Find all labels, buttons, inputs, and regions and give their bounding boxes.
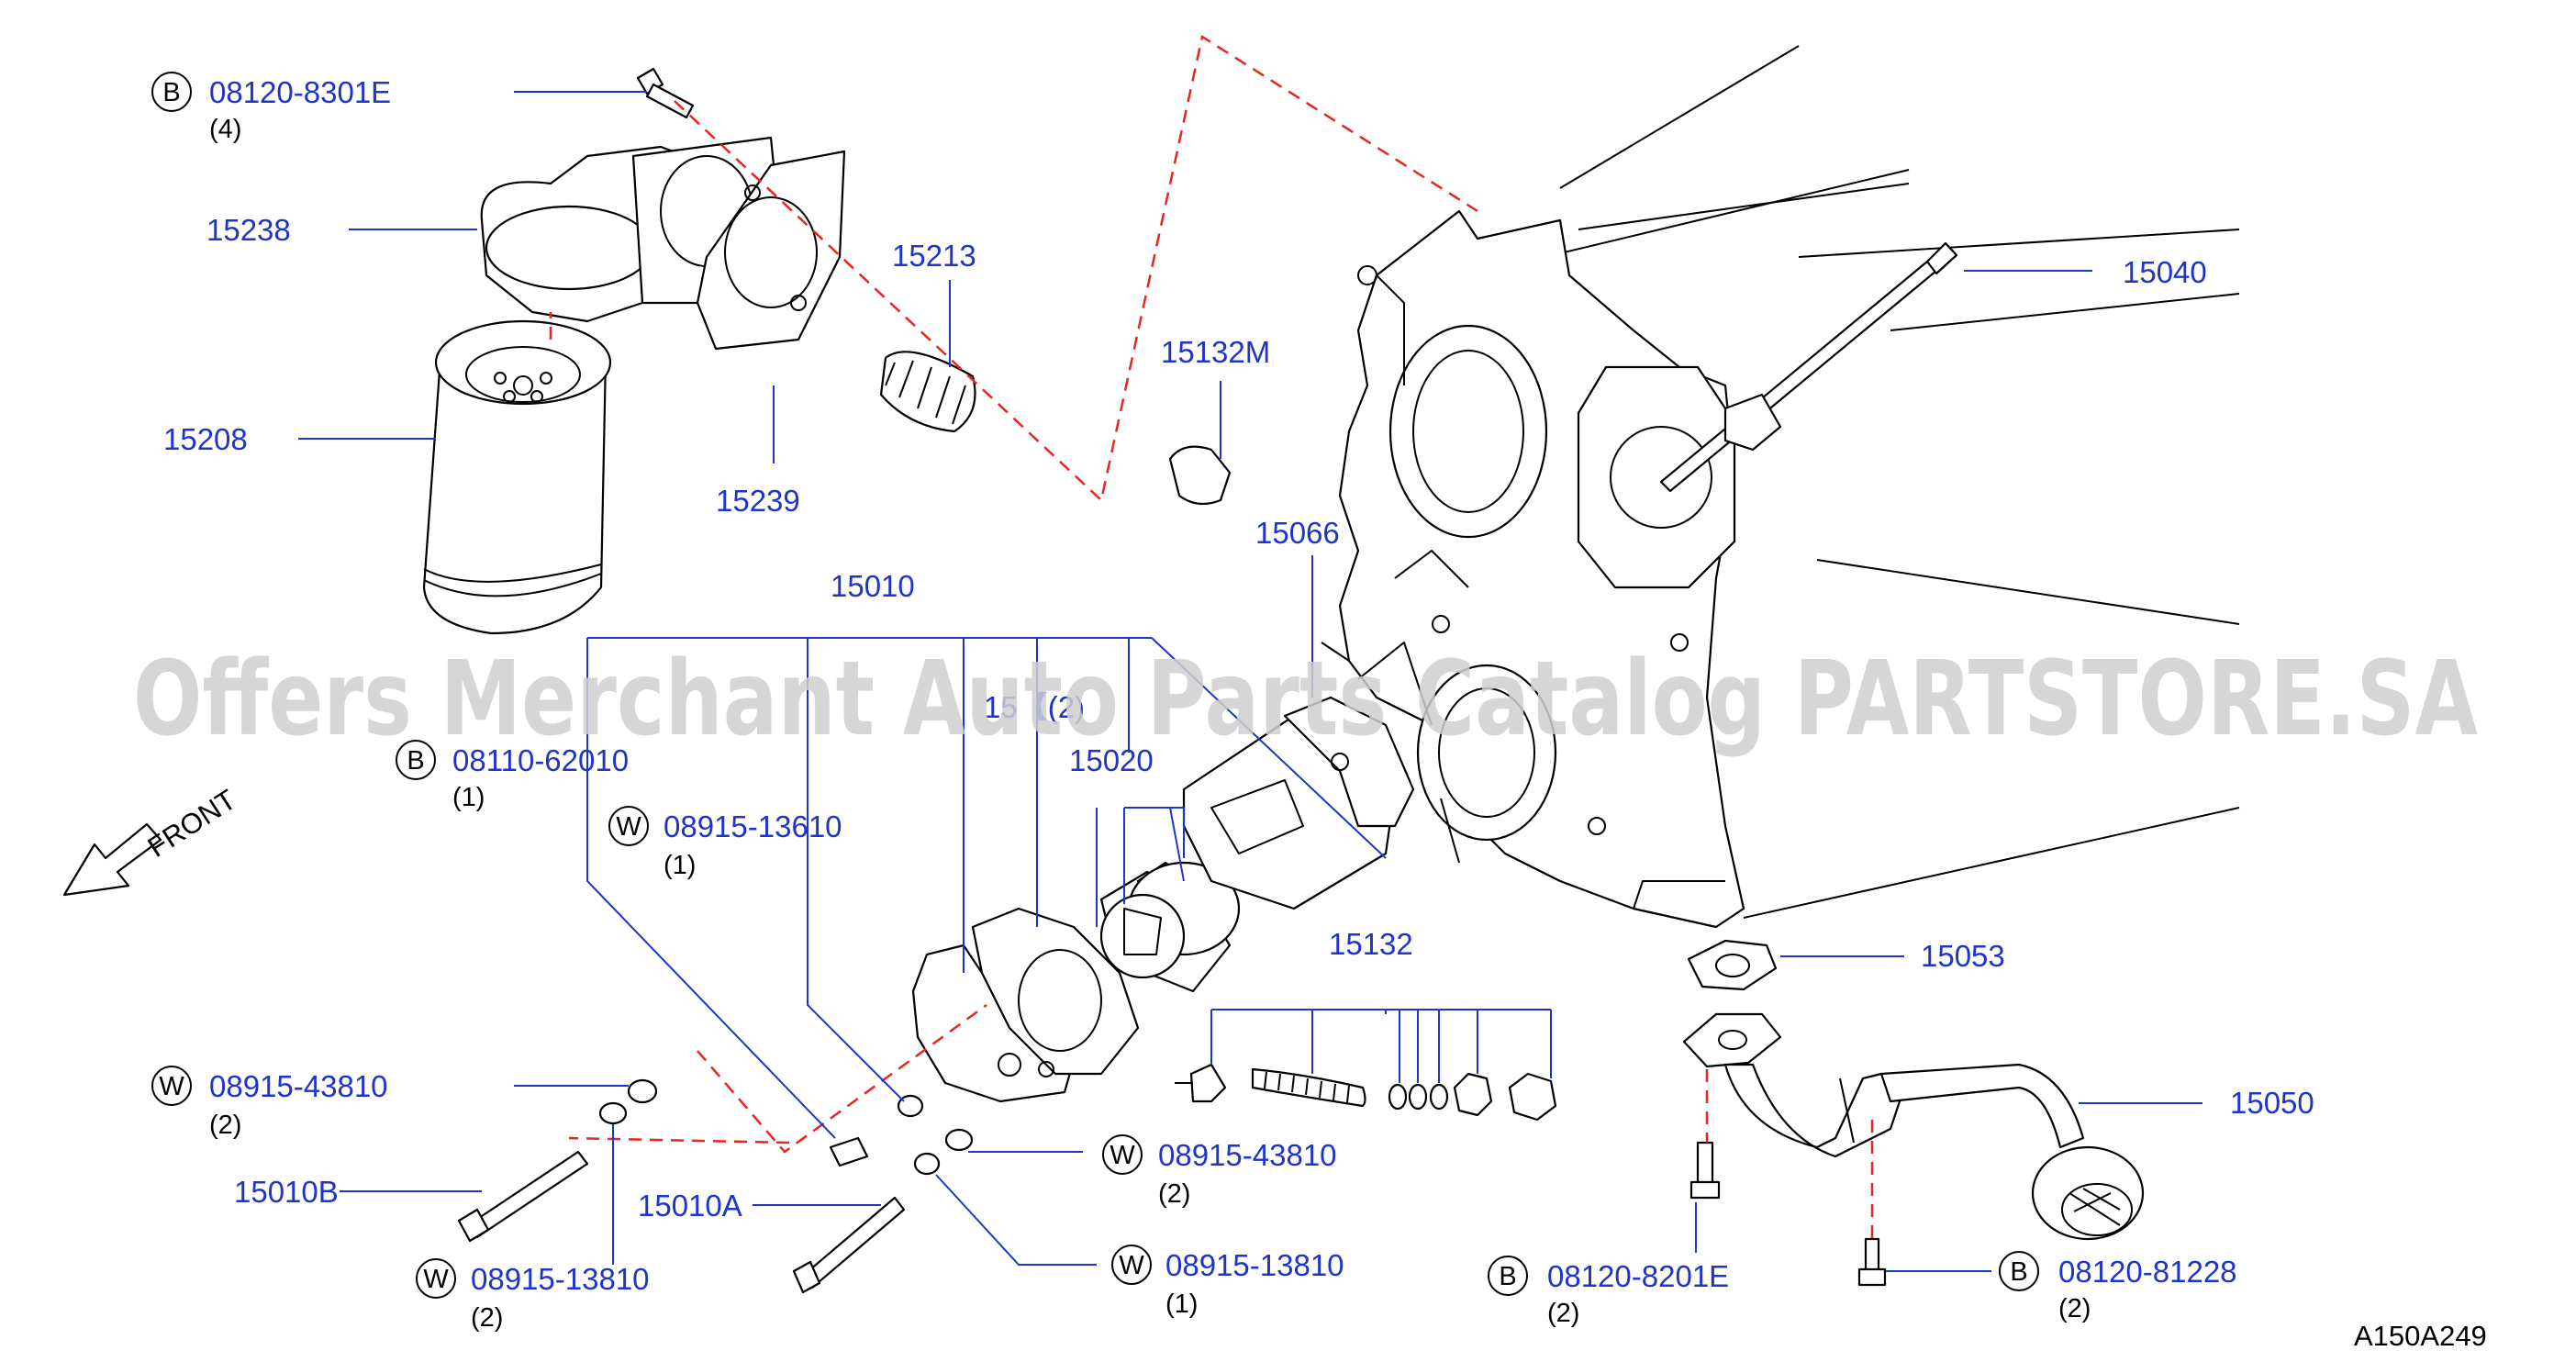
- part-label-15053[interactable]: 15053: [1921, 939, 2005, 973]
- fastener-qty: (2): [471, 1303, 503, 1333]
- dipstick-drawing: [1659, 241, 1958, 493]
- fastener-callout[interactable]: W 08915-13610 (1): [608, 806, 842, 880]
- oil-strainer-drawing: [1682, 1012, 2145, 1241]
- fastener-type: W: [1119, 1251, 1144, 1280]
- fastener-number: 08120-81228: [2058, 1255, 2237, 1289]
- part-label-15050[interactable]: 15050: [2230, 1086, 2314, 1120]
- fastener-qty: (2): [1547, 1299, 1579, 1328]
- fastener-callout[interactable]: W 08915-13810 (2): [416, 1258, 650, 1333]
- bolt-strainer-right-drawing: [1857, 1237, 1887, 1287]
- part-label-15010a[interactable]: 15010A: [638, 1189, 742, 1222]
- part-label-15010b[interactable]: 15010B: [234, 1175, 339, 1209]
- bolt-strainer-left-drawing: [1689, 1141, 1721, 1200]
- part-label-15040[interactable]: 15040: [2123, 255, 2207, 289]
- type-badge-icon: [151, 1066, 192, 1106]
- fastener-callout[interactable]: W 08915-13810 (1): [1111, 1245, 1344, 1319]
- fastener-type: B: [2010, 1257, 2027, 1287]
- bolt-15010b-drawing: [457, 1150, 589, 1243]
- fastener-callout[interactable]: W 08915-43810 (2): [151, 1066, 388, 1140]
- fastener-qty: (2): [2058, 1294, 2091, 1323]
- fastener-number: 08915-13810: [1165, 1248, 1344, 1282]
- fastener-number: 08915-43810: [209, 1069, 388, 1103]
- bolt-top-drawing: [636, 67, 695, 119]
- fastener-type: W: [423, 1265, 449, 1294]
- fastener-callout[interactable]: B 08120-8201E (2): [1488, 1256, 1729, 1328]
- type-badge-icon: [151, 72, 192, 112]
- type-badge-icon: [1999, 1251, 2039, 1291]
- type-badge-icon: [608, 806, 649, 846]
- fastener-callout[interactable]: B 08110-62010 (1): [396, 740, 629, 812]
- fastener-qty: (1): [1165, 1289, 1198, 1319]
- type-badge-icon: [396, 740, 436, 780]
- oil-pump-cover-drawing: [1182, 696, 1415, 910]
- gasket-drawing: [1687, 939, 1778, 991]
- part-label-15132m[interactable]: 15132M: [1161, 335, 1270, 369]
- fastener-number: 08915-13610: [664, 809, 842, 843]
- drive-gear-drawing: [1099, 861, 1241, 979]
- fastener-number: 08915-13810: [471, 1262, 650, 1296]
- fastener-type: W: [1110, 1141, 1135, 1170]
- type-badge-icon: [1102, 1134, 1143, 1175]
- fastener-callouts: B 08120-8301E (4) B 08110-62010 (1) W 08…: [151, 72, 2237, 1333]
- front-arrow-icon: [62, 822, 162, 897]
- fastener-type: W: [159, 1072, 184, 1101]
- fastener-qty: (1): [664, 851, 696, 880]
- fastener-number: 08110-62010: [452, 743, 629, 777]
- part-label-15238[interactable]: 15238: [206, 213, 291, 247]
- part-label-15213[interactable]: 15213: [892, 239, 976, 273]
- engine-block-drawing: [1321, 45, 2240, 929]
- part-label-15239[interactable]: 15239: [716, 484, 800, 518]
- part-labels: 15238 15213 15208 15239 15132M 15040 150…: [163, 213, 2314, 1222]
- fastener-number: 08120-8301E: [209, 75, 391, 109]
- fastener-number: 08915-43810: [1158, 1138, 1337, 1172]
- regulator-valve-parts-drawing: [1175, 1063, 1557, 1122]
- front-label: FRONT: [142, 783, 242, 864]
- oil-filter-drawing: [422, 319, 612, 635]
- part-label-obscured[interactable]: 15【(2): [984, 690, 1085, 724]
- part-label-15020[interactable]: 15020: [1069, 743, 1154, 777]
- type-badge-icon: [1111, 1245, 1152, 1285]
- diagram-id: A150A249: [2354, 1320, 2487, 1352]
- fastener-callout[interactable]: W 08915-43810 (2): [1102, 1134, 1337, 1209]
- watermark-text: Offers Merchant Auto Parts Catalog PARTS…: [133, 640, 2478, 759]
- fastener-type: W: [616, 812, 641, 842]
- fastener-number: 08120-8201E: [1547, 1259, 1729, 1293]
- fastener-type: B: [162, 78, 180, 107]
- part-label-15132[interactable]: 15132: [1329, 927, 1413, 961]
- type-badge-icon: [1488, 1256, 1528, 1296]
- part-label-15010[interactable]: 15010: [831, 569, 915, 603]
- leader-lines: [298, 91, 2202, 1272]
- fastener-qty: (1): [452, 783, 485, 812]
- fastener-callout[interactable]: B 08120-8301E (4): [151, 72, 391, 144]
- plunger-drawing: [1168, 445, 1232, 506]
- part-label-15208[interactable]: 15208: [163, 422, 248, 456]
- dashed-guide-lines: [549, 34, 1874, 1239]
- filter-bracket-drawing: [480, 136, 846, 351]
- washers-drawing: [598, 1078, 974, 1176]
- bolt-08110-62010-drawing: [829, 1136, 869, 1167]
- fastener-type: B: [407, 746, 424, 776]
- fastener-type: B: [1499, 1262, 1516, 1291]
- relief-spring-drawing: [879, 351, 976, 433]
- type-badge-icon: [416, 1258, 456, 1299]
- part-label-15066[interactable]: 15066: [1255, 516, 1340, 550]
- fastener-qty: (2): [209, 1111, 241, 1140]
- fastener-qty: (2): [1158, 1179, 1190, 1209]
- fastener-qty: (4): [209, 115, 241, 144]
- fastener-callout[interactable]: B 08120-81228 (2): [1999, 1251, 2237, 1323]
- bolt-15010a-drawing: [792, 1196, 906, 1294]
